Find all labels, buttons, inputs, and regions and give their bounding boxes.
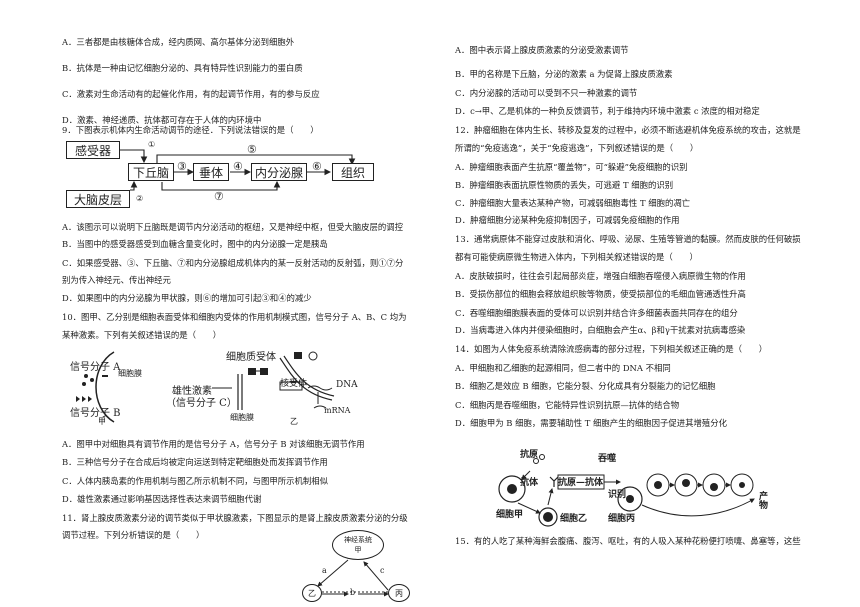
nuclear-receptor-label: 核受体 [280,379,308,389]
cerebral-cortex-box: 大脑皮层 [66,190,130,208]
figure-q11: 神经系统 甲 乙 丙 a c b [296,528,426,604]
node-b-label: b [350,588,356,597]
node-yi: 乙 [302,584,322,602]
membrane-label-1: 细胞膜 [118,369,142,378]
androgen-label: 雄性激素 [172,386,212,397]
figure-q9-arrows [120,149,356,191]
q11-stem-2: 调节过程。下列分析错误的是（ ） [62,530,205,540]
q12-option-c: C．肿瘤细胞大量表达某种产物，可减弱细胞毒性 T 细胞的凋亡 [455,198,691,208]
nervous-system-label: 神经系统 [344,536,372,544]
figure-q10: 信号分子 A 细胞膜 信号分子 B 甲 细胞质受体 核受体 DNA mRNA 雄… [62,346,382,428]
hypothalamus-box: 下丘脑 [128,163,174,181]
arrow-label-7: ⑦ [214,190,224,203]
signal-a-label: 信号分子 A [70,362,121,373]
q12-option-d: D．肿瘤细胞分泌某种免疫抑制因子，可减弱免疫细胞的作用 [455,215,680,225]
q8-option-b: B．抗体是一种由记忆细胞分泌的、具有特异性识别能力的蛋白质 [62,63,303,73]
node-bing: 丙 [388,584,410,602]
q10-stem-2: 某种激素。下列有关叙述错误的是（ ） [62,330,222,340]
product-label: 产物 [757,491,767,509]
nervous-system-node: 神经系统 甲 [332,530,384,560]
antibody-label: 抗体 [520,478,539,488]
antigen-antibody-complex-label: 抗原—抗体 [558,478,604,488]
arrow-label-5: ⑤ [247,143,257,156]
q10-option-c: C．人体内胰岛素的作用机制与图乙所示机制不同，与图甲所示机制相似 [62,476,329,486]
node-jia-label: 甲 [354,546,362,554]
arrow-a-label: a [322,566,327,575]
figure-q14: 抗原 抗体 抗原—抗体 吞噬 识别 产物 细胞甲 细胞乙 细胞丙 [492,445,782,527]
q8-option-d: D．激素、神经递质、抗体都可存在于人体的内环境中 [62,115,262,125]
q11-option-b: B．甲的名称是下丘脑，分泌的激素 a 为促肾上腺皮质激素 [455,69,673,79]
arrow-label-6: ⑥ [312,160,322,173]
q9-stem: 9．下图表示机体内生命活动调节的途径．下列说法错误的是（ ） [62,125,319,135]
antigen-label: 抗原 [520,450,539,460]
q9-option-d: D．如果图中的内分泌腺为甲状腺，则⑥的增加可引起③和④的减少 [62,293,312,303]
q10-stem-1: 10．图甲、乙分别是细胞表面受体和细胞内受体的作用机制模式图，信号分子 A、B、… [62,312,407,322]
membrane-label-2: 细胞膜 [230,413,254,422]
figure-q10-drawing [76,351,335,423]
figure-q14-drawing [498,454,755,527]
figure-yi-label: 乙 [290,417,298,426]
arrow-label-2: ② [136,194,144,203]
q13-stem-2: 都有可能使病原微生物进入体内，下列相关叙述错误的是（ ） [455,252,698,262]
q12-stem-1: 12．肿瘤细胞在体内生长、转移及复发的过程中，必须不断逃避机体免疫系统的攻击，这… [455,125,801,135]
q10-option-a: A．图甲中对细胞具有调节作用的是信号分子 A，信号分子 B 对该细胞无调节作用 [62,439,365,449]
q11-stem-1: 11．肾上腺皮质激素分泌的调节类似于甲状腺激素，下图显示的是肾上腺皮质激素分泌的… [62,513,408,523]
q9-option-c-cont: 别为传入神经元、传出神经元 [62,275,171,285]
arrow-label-3: ③ [177,160,187,173]
q11-option-c: C．内分泌腺的活动可以受到不只一种激素的调节 [455,88,638,98]
q8-option-a: A．三者都是由核糖体合成，经内质网、高尔基体分泌到细胞外 [62,37,295,47]
q14-option-a: A．甲细胞和乙细胞的起源相同，但二者中的 DNA 不相同 [455,363,671,373]
tissue-box: 组织 [332,163,374,181]
cytoplasmic-receptor-label: 细胞质受体 [226,352,276,363]
figure-jia-label: 甲 [98,417,106,426]
cell-jia-label: 细胞甲 [496,510,524,520]
cell-yi-label: 细胞乙 [560,514,588,524]
q12-option-b: B．肿瘤细胞表面抗原性物质的丢失，可逃避 T 细胞的识别 [455,180,674,190]
q14-option-b: B．细胞乙是效应 B 细胞，它能分裂、分化成具有分裂能力的记忆细胞 [455,381,716,391]
figure-q9: 感受器 下丘脑 垂体 内分泌腺 组织 大脑皮层 ③ ④ ⑥ ⑤ ⑦ ① ② [62,140,382,210]
q10-option-d: D．雄性激素通过影响基因选择性表达来调节细胞代谢 [62,494,262,504]
arrow-label-1: ① [148,140,156,149]
q13-option-a: A．皮肤破损时，往往会引起局部炎症，增强白细胞吞噬侵入病原微生物的作用 [455,271,746,281]
q12-stem-2: 所谓的“免疫逃逸”，关于“免疫逃逸”，下列叙述错误的是（ ） [455,143,699,153]
q14-option-c: C．细胞丙是吞噬细胞，它能特异性识别抗原—抗体的结合物 [455,400,680,410]
q14-option-d: D．细胞甲为 B 细胞，需要辅助性 T 细胞产生的细胞因子促进其增殖分化 [455,418,727,428]
q13-stem-1: 13．通常病原体不能穿过皮肤和消化、呼吸、泌尿、生殖等管道的黏膜。然而皮肤的任何… [455,234,801,244]
q11-option-a: A．图中表示肾上腺皮质激素的分泌受激素调节 [455,45,629,55]
figure-q11-arrows [317,559,389,597]
arrow-label-4: ④ [233,160,243,173]
signal-c-label: （信号分子 C） [166,398,237,409]
mrna-label: mRNA [324,406,351,415]
arrow-c-label: c [380,566,385,575]
q9-option-b: B．当图中的感受器感受到血糖含量变化时，图中的内分泌腺一定是胰岛 [62,239,328,249]
q8-option-c: C．激素对生命活动有的起催化作用，有的起调节作用，有的参与反应 [62,89,320,99]
engulf-label: 吞噬 [598,454,617,464]
pituitary-box: 垂体 [193,163,229,181]
q13-option-b: B．受损伤部位的细胞会释放组织胺等物质，使受损部位的毛细血管通透性升高 [455,289,746,299]
q11-option-d: D．c→甲、乙是机体的一种负反馈调节，利于维持内环境中激素 c 浓度的相对稳定 [455,106,760,116]
recognize-label: 识别 [608,490,627,500]
q12-option-a: A．肿瘤细胞表面产生抗原“覆盖物”，可“躲避”免疫细胞的识别 [455,162,688,172]
q14-stem: 14．如图为人体免疫系统清除流感病毒的部分过程，下列相关叙述正确的是（ ） [455,344,768,354]
q9-option-c: C．如果感受器、③、下丘脑、⑦和内分泌腺组成机体内的某一反射活动的反射弧，则①⑦… [62,258,404,268]
q10-option-b: B．三种信号分子在合成后均被定向运送到特定靶细胞处而发挥调节作用 [62,457,328,467]
q15-stem: 15．有的人吃了某种海鲜会腹痛、腹泻、呕吐，有的人吸入某种花粉便打喷嚏、鼻塞等，… [455,536,801,546]
endocrine-gland-box: 内分泌腺 [251,163,307,181]
cell-bing-label: 细胞丙 [608,514,636,524]
dna-label: DNA [336,380,358,390]
q9-option-a: A．该图示可以说明下丘脑既是调节内分泌活动的枢纽，又是神经中枢，但受大脑皮层的调… [62,222,404,232]
signal-b-label: 信号分子 B [70,408,121,419]
q13-option-d: D．当病毒进入体内并侵染细胞时，白细胞会产生α、β和γ干扰素对抗病毒感染 [455,325,746,335]
q13-option-c: C．吞噬细胞细胞膜表面的受体可以识别并结合许多细菌表面共同存在的组分 [455,308,738,318]
receptor-box: 感受器 [66,141,120,159]
